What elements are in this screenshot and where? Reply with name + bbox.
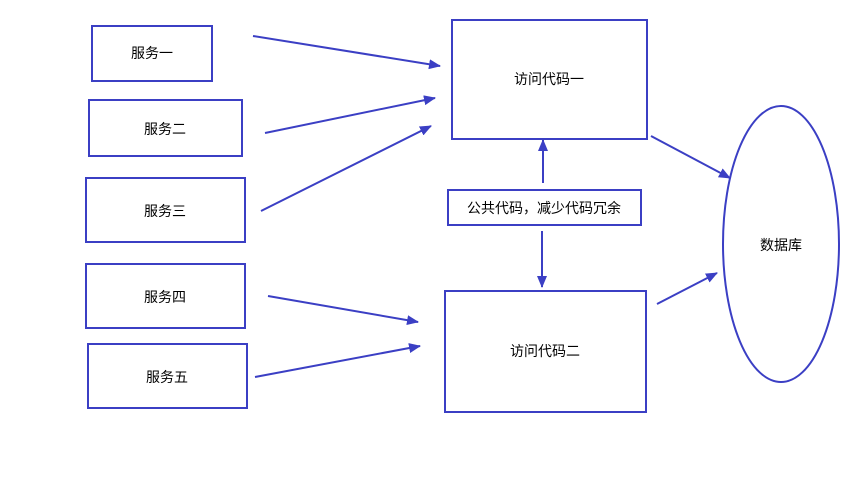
service-4-label: 服务四 xyxy=(144,290,186,306)
service-box-2: 服务二 xyxy=(88,99,243,157)
arrow-access-1-to-database xyxy=(650,135,731,179)
service-box-4: 服务四 xyxy=(85,263,246,329)
service-5-label: 服务五 xyxy=(146,370,188,386)
access-code-1-box: 访问代码一 xyxy=(451,19,648,140)
service-box-1: 服务一 xyxy=(91,25,213,82)
arrow-service-5-to-access-2 xyxy=(254,343,421,378)
arrow-service-4-to-access-2 xyxy=(267,295,419,326)
service-1-label: 服务一 xyxy=(131,46,173,62)
access-code-2-label: 访问代码二 xyxy=(510,344,580,360)
arrow-service-3-to-access-1 xyxy=(260,125,432,212)
access-code-1-label: 访问代码一 xyxy=(514,72,584,88)
database-label: 数据库 xyxy=(760,238,802,254)
common-code-note-label: 公共代码，减少代码冗余 xyxy=(467,200,621,217)
arrow-service-2-to-access-1 xyxy=(264,95,436,134)
arrow-access-2-to-database xyxy=(656,272,718,305)
service-2-label: 服务二 xyxy=(144,122,186,138)
access-code-2-box: 访问代码二 xyxy=(444,290,647,413)
service-box-3: 服务三 xyxy=(85,177,246,243)
service-3-label: 服务三 xyxy=(144,204,186,220)
service-box-5: 服务五 xyxy=(87,343,248,409)
arrow-service-1-to-access-1 xyxy=(252,35,441,70)
common-code-note: 公共代码，减少代码冗余 xyxy=(447,189,642,226)
database-node: 数据库 xyxy=(722,105,840,383)
